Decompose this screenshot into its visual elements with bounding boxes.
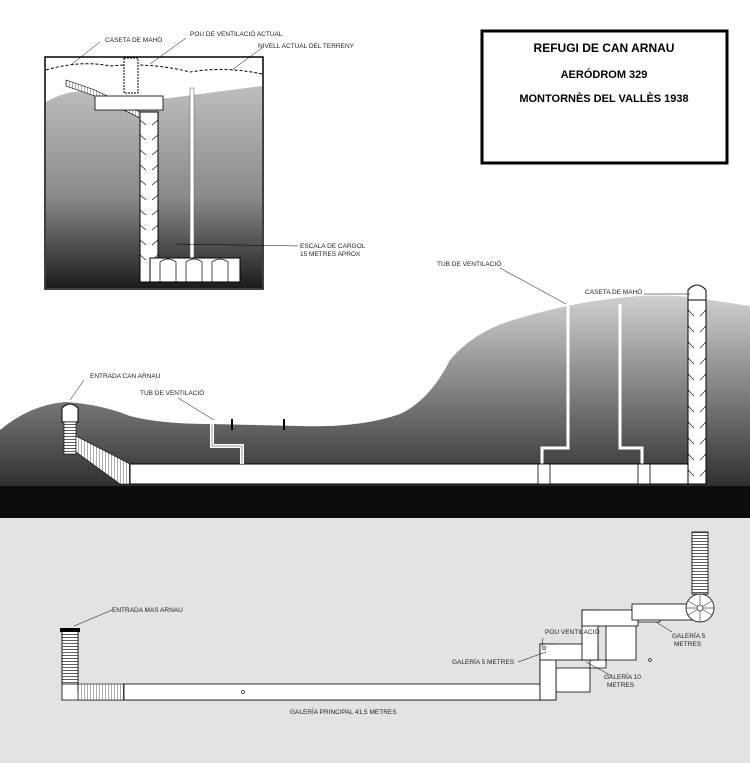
plan-galeria5-right-label-1: GALERÍA 5	[672, 631, 706, 640]
plan-view	[0, 518, 750, 763]
plan-top-stairs	[691, 531, 709, 595]
plan-galeria-10	[581, 609, 639, 627]
plan-entrada-label: ENTRADA MAS ARNAU	[112, 607, 183, 614]
section-stairs	[75, 435, 131, 485]
plan-galeria10-label-2: METRES	[607, 682, 635, 689]
inset-escala-label-2: 15 METRES APROX	[300, 251, 361, 258]
plan-pou-label: POU VENTILACIÓ	[545, 627, 600, 636]
section-main-gallery	[129, 463, 699, 485]
title-line-2: AERÓDROM 329	[561, 68, 648, 81]
inset-caseta	[123, 57, 139, 94]
title-line-3: MONTORNÈS DEL VALLÈS 1938	[519, 92, 688, 105]
inset-vent-pipe	[189, 87, 195, 261]
plan-principal-label: GALERÍA PRINCIPAL 41,5 METRES	[290, 707, 397, 716]
section-entrada-label: ENTRADA CAN ARNAU	[90, 373, 161, 380]
cross-section	[0, 267, 750, 518]
section-entry-caseta	[61, 403, 79, 423]
plan-background	[0, 518, 750, 763]
section-right-shaft	[687, 299, 707, 485]
plan-galeria5-right-label-2: METRES	[674, 641, 702, 648]
inset-detail	[44, 37, 299, 290]
inset-pou-label: POU DE VENTILACIÓ ACTUAL	[190, 29, 283, 38]
inset-caseta-label: CASETA DE MAHÓ	[105, 35, 162, 44]
inset-gallery	[149, 257, 241, 283]
title-line-1: REFUGI DE CAN ARNAU	[534, 41, 675, 55]
plan-galeria5-left-label: GALERÍA 5 METRES	[452, 657, 515, 666]
inset-nivell-label: NIVELL ACTUAL DEL TERRENY	[258, 43, 355, 50]
section-ground	[0, 295, 750, 518]
section-tub-right-label: TUB DE VENTILACIÓ	[437, 259, 501, 268]
plan-galeria10-label-1: GALERÍA 10	[604, 672, 641, 681]
title-box: REFUGI DE CAN ARNAU AERÓDROM 329 MONTORN…	[480, 29, 729, 165]
inset-shaft	[139, 111, 159, 283]
plan-entrance-stairs	[77, 683, 125, 701]
plan-entrance-shaft	[61, 629, 79, 685]
section-caseta-label: CASETA DE MAHÓ	[585, 287, 642, 296]
section-right-caseta	[687, 284, 707, 301]
section-tub-left-label: TUB DE VENTILACIÓ	[140, 388, 204, 397]
plan-main-gallery	[123, 683, 541, 701]
inset-escala-label-1: ESCALA DE CARGOL	[300, 243, 366, 250]
